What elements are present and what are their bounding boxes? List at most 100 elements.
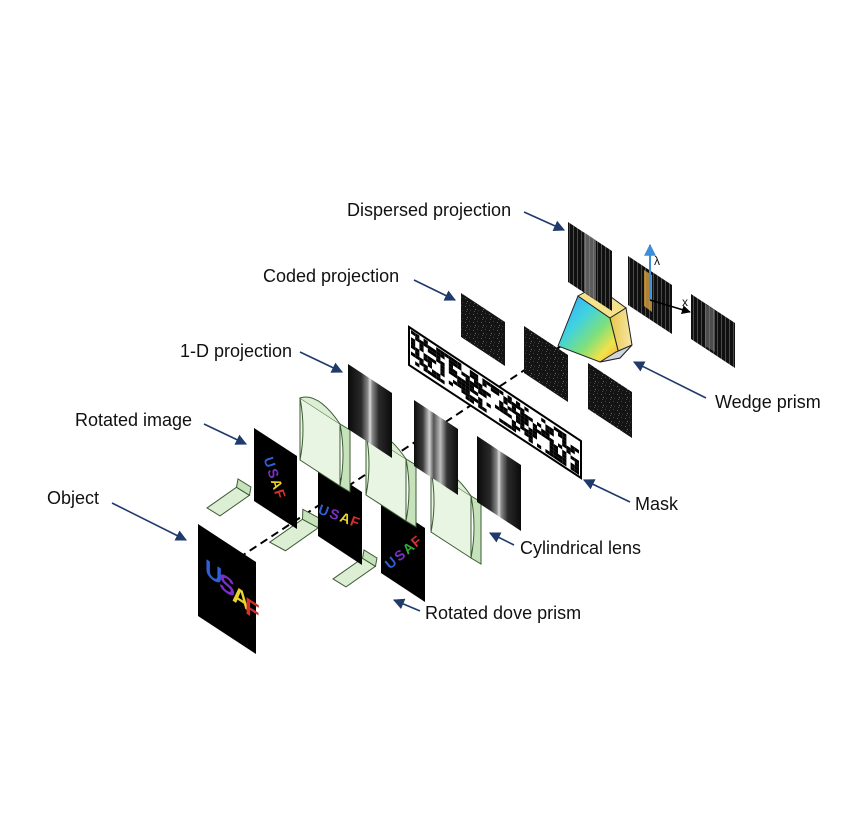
mask-cell: [423, 342, 428, 349]
mask-cell: [570, 462, 575, 469]
mask-cell: [486, 380, 491, 388]
leader-arrows: [111, 211, 707, 612]
mask-cell: [432, 372, 437, 379]
mask-cell: [436, 350, 441, 357]
mask-cell: [432, 351, 437, 358]
mask-cell: [562, 431, 567, 439]
mask-cell: [574, 447, 579, 454]
mask-cell: [549, 430, 554, 437]
mask-cell: [423, 356, 428, 363]
mask-cell: [457, 364, 462, 372]
mask-cell: [465, 395, 470, 402]
mask-cell: [495, 386, 500, 393]
arrow-coded-projection: [413, 279, 457, 301]
mask-cell: [532, 426, 537, 433]
mask-cell: [558, 432, 563, 439]
mask-cell: [541, 428, 546, 435]
mask-cell: [448, 380, 453, 387]
mask-cell: [444, 352, 449, 359]
mask-cell: [495, 390, 500, 397]
mask-cell: [448, 355, 453, 362]
mask-cell: [453, 372, 458, 379]
mask-cell: [490, 387, 495, 394]
mask-cell: [524, 420, 529, 427]
object-panel: U S A F: [198, 524, 260, 654]
mask-cell: [453, 358, 458, 365]
mask-cell: [520, 414, 525, 421]
arrow-mask: [582, 479, 631, 503]
mask-cell: [440, 363, 445, 371]
mask-cell: [427, 362, 432, 370]
mask-cell: [453, 379, 458, 386]
mask-cell: [545, 431, 550, 438]
arrow-rotated-dove-prism: [392, 598, 421, 612]
mask-cell: [507, 412, 512, 420]
mask-cell: [440, 371, 445, 378]
mask-cell: [507, 398, 512, 405]
mask-cell: [423, 366, 428, 374]
mask-cell: [524, 413, 529, 420]
mask-cell: [490, 383, 495, 391]
mask-cell: [553, 443, 558, 451]
mask-cell: [558, 443, 563, 450]
label-dispersed-projection: Dispersed projection: [347, 200, 512, 220]
mask-cell: [478, 400, 483, 407]
mask-cell: [419, 360, 424, 367]
mask-cell: [570, 448, 575, 455]
mask-cell: [558, 428, 563, 436]
arrow-one-d-projection: [299, 351, 344, 373]
mask-cell: [440, 349, 445, 357]
mask-cell: [469, 380, 474, 387]
coded-projection-panel-2: [524, 326, 568, 402]
mask-cell: [453, 361, 458, 369]
mask-cell: [520, 410, 525, 417]
mask-cell: [457, 361, 462, 368]
mask-cell: [495, 404, 500, 411]
mask-cell: [440, 378, 445, 385]
mask-cell: [427, 344, 432, 352]
mask-cell: [520, 424, 525, 432]
mask-cell: [549, 426, 554, 434]
mask-cell: [499, 417, 504, 425]
mask-cell: [507, 423, 512, 430]
object-letter-s: S: [219, 566, 235, 604]
mask-cell: [516, 411, 521, 418]
mask-cell: [457, 378, 462, 386]
label-cylindrical-lens: Cylindrical lens: [520, 538, 642, 558]
mask-cell: [499, 399, 504, 407]
mask-cell: [524, 416, 529, 424]
mask-pattern: [411, 330, 579, 475]
mask-cell: [474, 375, 479, 383]
label-object: Object: [47, 488, 100, 508]
mask-cell: [448, 358, 453, 366]
arrow-rotated-image: [203, 423, 248, 445]
coded-mask: [408, 325, 582, 480]
mask-cell: [415, 336, 420, 343]
mask-cell: [558, 457, 563, 464]
mask-cell: [503, 395, 508, 403]
mask-cell: [511, 426, 516, 433]
mask-cell: [465, 377, 470, 384]
label-mask: Mask: [635, 494, 679, 514]
cylindrical-lens-1: [299, 396, 351, 493]
mask-cell: [511, 404, 516, 412]
mask-cell: [499, 407, 504, 414]
mask-cell: [411, 340, 416, 348]
mask-cell: [461, 378, 466, 385]
mask-cell: [562, 449, 567, 456]
cylindrical-lens-2: [365, 431, 417, 528]
mask-cell: [427, 369, 432, 377]
mask-cell: [465, 373, 470, 381]
mask-cell: [474, 372, 479, 379]
mask-cell: [482, 378, 487, 385]
mask-cell: [562, 442, 567, 449]
mask-cell: [532, 429, 537, 437]
mask-cell: [528, 430, 533, 437]
mask-cell: [503, 399, 508, 406]
mask-cell: [503, 406, 508, 413]
mask-cell: [440, 353, 445, 360]
one-d-projection-panel-1: [348, 364, 392, 458]
mask-cell: [562, 453, 567, 460]
rotated-image-panel-1: U S A F: [254, 428, 297, 529]
